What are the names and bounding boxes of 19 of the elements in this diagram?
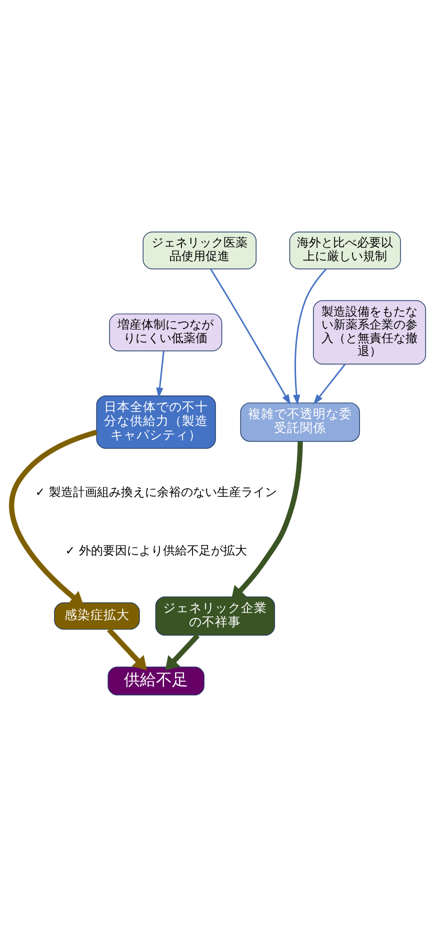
arrow [313,363,346,404]
arrow [292,268,327,405]
label: ✓ 製造計画組み換えに余裕のない生産ライン [35,484,277,499]
node-box: ジェネリック企業の不祥事 [155,596,275,636]
node-box: 増産体制につながりにくい低薬価 [109,313,222,351]
node-box: 供給不足 [108,666,204,695]
node-box: 感染症拡大 [54,602,140,630]
node-box: 製造設備をもたない新薬系企業の参入（と無責任な撤退） [313,300,426,364]
label: ✓ 外的要因により供給不足が拡大 [65,543,247,558]
node-box: ジェネリック医薬品使用促進 [142,231,256,269]
node-box: 日本全体での不十分な供給力（製造キャパシティ） [96,395,216,448]
arrow [165,633,200,670]
arrow [156,350,164,398]
arrow [107,627,147,670]
node-box: 海外と比べ必要以上に厳しい規制 [289,231,401,269]
node-box: 複雑で不透明な委受託関係 [240,402,360,442]
arrow [210,268,291,404]
arrow [231,441,303,600]
arrow [9,429,98,606]
